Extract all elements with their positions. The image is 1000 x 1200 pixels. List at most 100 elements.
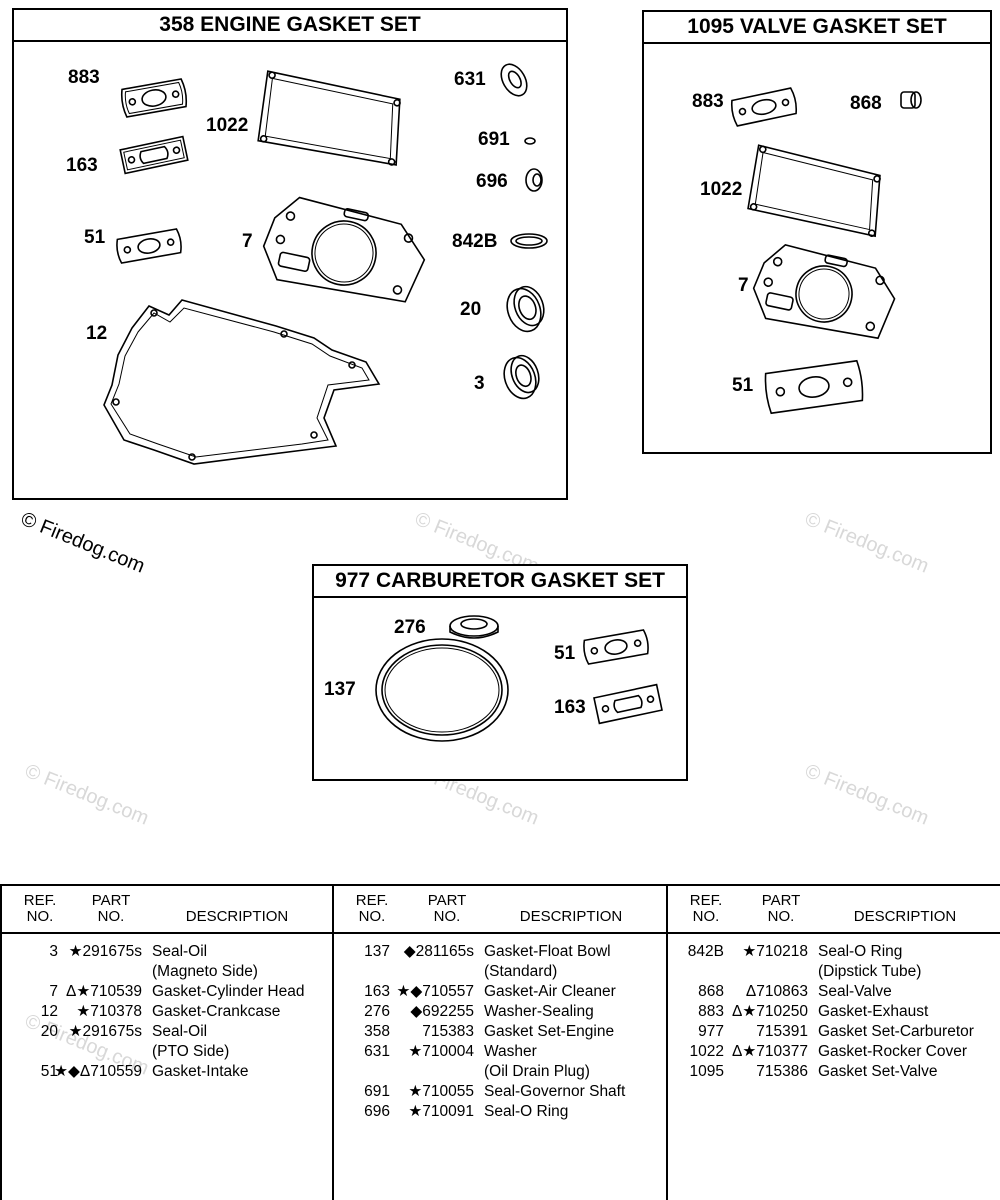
gasket-7-drawing [752, 244, 896, 340]
part-no-cell: ★710378 [76, 1003, 142, 1020]
description-cell: Gasket-Crankcase [152, 1003, 281, 1020]
engine-gasket-illustration [103, 63, 548, 465]
callout-842b: 842B [452, 231, 498, 252]
seal-3-drawing [503, 354, 540, 400]
description-cell: Seal-Governor Shaft [484, 1083, 626, 1100]
ref-no-cell: 1095 [689, 1063, 724, 1080]
description-cell: Gasket-Cylinder Head [152, 983, 305, 1000]
gasket-51-drawing [764, 359, 864, 415]
table-row: 977 715391 Gasket Set-Carburetor [668, 1022, 1000, 1042]
carburetor-gasket-illustration [375, 615, 663, 742]
description-cell: Gasket Set-Carburetor [818, 1023, 974, 1040]
table-row: (Dipstick Tube) [668, 962, 1000, 982]
valve-gasket-set-title: 1095 VALVE GASKET SET [644, 12, 990, 44]
watermark: © Firedog.com [21, 760, 152, 830]
description-cell: Gasket Set-Engine [484, 1023, 615, 1040]
ref-no-cell: 977 [698, 1023, 724, 1040]
ref-no-cell: 631 [364, 1043, 390, 1060]
callout-691: 691 [478, 129, 510, 150]
header-description: DESCRIPTION [853, 908, 957, 925]
description-cell: Gasket-Rocker Cover [818, 1043, 968, 1060]
callout-12: 12 [86, 323, 108, 344]
description-cell: Gasket-Exhaust [818, 1003, 929, 1020]
header-ref-no: REF. NO. [355, 892, 389, 925]
callout-1022: 1022 [206, 115, 249, 136]
seal-20-drawing [506, 285, 545, 333]
callout-51: 51 [732, 375, 754, 396]
washer-631-drawing [500, 63, 528, 97]
table-row: (Oil Drain Plug) [334, 1062, 668, 1082]
callout-51: 51 [84, 227, 106, 248]
description-cell: Seal-O Ring [484, 1103, 569, 1120]
ref-no-cell: 163 [364, 983, 390, 1000]
description-cell: Gasket Set-Valve [818, 1063, 938, 1080]
callout-7: 7 [738, 275, 749, 296]
ref-no-cell: 20 [40, 1023, 58, 1040]
description-cell: (PTO Side) [152, 1043, 230, 1060]
callout-868: 868 [850, 93, 882, 114]
valve-gasket-set-panel: 1095 VALVE GASKET SET 883 868 1022 7 51 [642, 10, 992, 454]
callout-137: 137 [324, 679, 356, 700]
table-row: 1095 715386 Gasket Set-Valve [668, 1062, 1000, 1082]
part-no-cell: ★710004 [408, 1043, 474, 1060]
header-ref-no: REF. NO. [689, 892, 723, 925]
watermark: © Firedog.com [801, 760, 932, 830]
ref-no-cell: 1022 [689, 1043, 724, 1060]
watermark-copyright: © Firedog.com [17, 508, 148, 578]
gasket-51-drawing [583, 629, 649, 665]
ref-no-cell: 358 [364, 1023, 390, 1040]
table-row: 358 715383 Gasket Set-Engine [334, 1022, 668, 1042]
part-no-cell: ★710218 [742, 943, 808, 960]
description-cell: Seal-O Ring [818, 943, 903, 960]
gasket-7-drawing [262, 196, 426, 303]
part-no-cell: ★◆Δ710559 [54, 1063, 142, 1080]
watermark: © Firedog.com [801, 508, 932, 578]
gasket-163-drawing [593, 683, 663, 725]
part-no-cell: 715386 [756, 1063, 808, 1080]
table-row: 631 ★710004 Washer [334, 1042, 668, 1062]
callout-163: 163 [66, 155, 98, 176]
seal-691-drawing [524, 137, 536, 145]
callout-163: 163 [554, 697, 586, 718]
description-cell: Washer [484, 1043, 537, 1060]
gasket-137-drawing [375, 638, 509, 742]
part-no-cell: 715391 [756, 1023, 808, 1040]
ref-no-cell: 276 [364, 1003, 390, 1020]
ref-no-cell: 868 [698, 983, 724, 1000]
header-description: DESCRIPTION [185, 908, 289, 925]
callout-3: 3 [474, 373, 485, 394]
part-no-cell: ◆281165s [403, 943, 474, 960]
part-no-cell: ★291675s [68, 943, 142, 960]
parts-column-header: REF. NO. PART NO. DESCRIPTION [334, 886, 668, 934]
parts-column-3: REF. NO. PART NO. DESCRIPTION 842B★71021… [666, 886, 1000, 1200]
description-cell: (Dipstick Tube) [818, 963, 922, 980]
description-cell: Washer-Sealing [484, 1003, 594, 1020]
gasket-1022-drawing [747, 144, 881, 238]
callout-7: 7 [242, 231, 253, 252]
callout-631: 631 [454, 69, 486, 90]
ref-no-cell: 3 [49, 943, 58, 960]
callout-883: 883 [692, 91, 724, 112]
description-cell: (Standard) [484, 963, 558, 980]
gasket-883-drawing [120, 78, 188, 118]
gasket-51-drawing [116, 228, 182, 264]
part-no-cell: 715383 [422, 1023, 474, 1040]
seal-696-drawing [525, 168, 543, 192]
description-cell: Gasket-Intake [152, 1063, 249, 1080]
description-cell: Seal-Valve [818, 983, 892, 1000]
part-no-cell: Δ★710250 [732, 1003, 808, 1020]
description-cell: (Magneto Side) [152, 963, 258, 980]
engine-gasket-set-title: 358 ENGINE GASKET SET [14, 10, 566, 42]
gasket-1022-drawing [257, 70, 401, 166]
